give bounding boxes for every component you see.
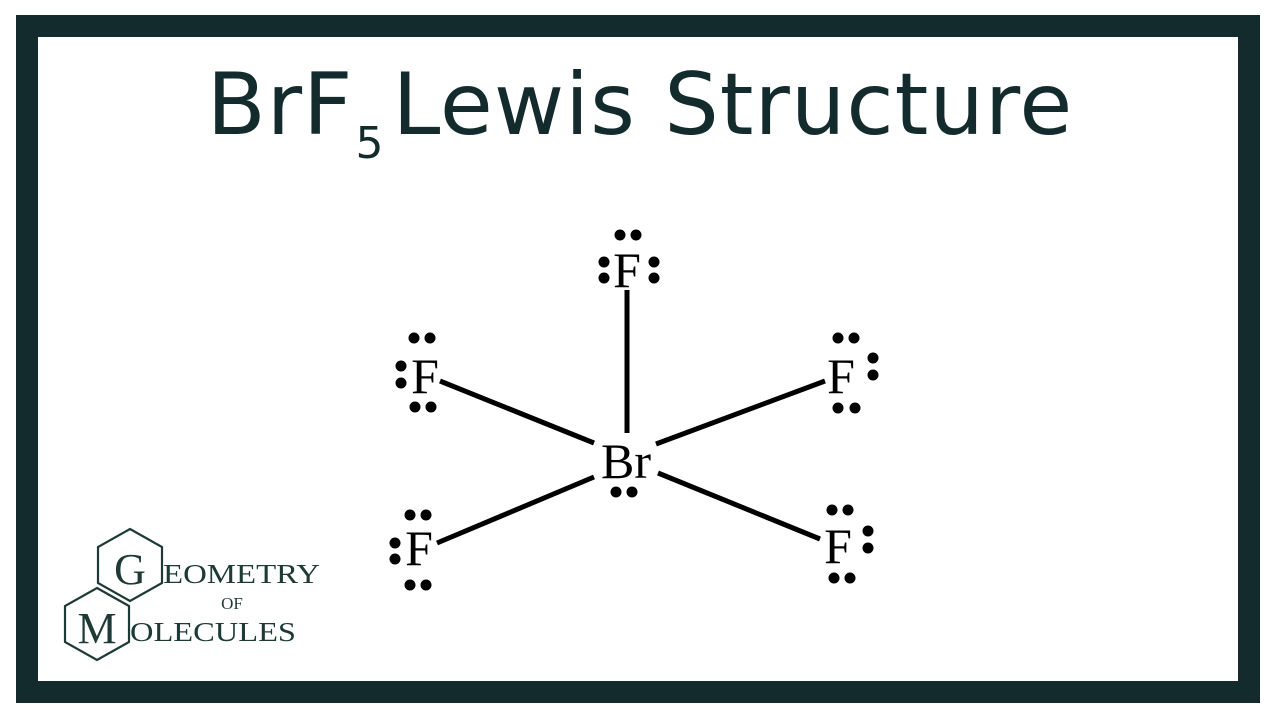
fluorine-top: F bbox=[598, 229, 660, 298]
central-atom-br: Br bbox=[601, 433, 651, 498]
title-subscript: 5 bbox=[355, 118, 385, 169]
f-label: F bbox=[827, 348, 855, 404]
bond-lower-left bbox=[436, 474, 595, 546]
lone-pair-dot bbox=[610, 486, 622, 498]
logo-letter-m: M bbox=[77, 604, 116, 653]
fluorine-lower-left: F bbox=[389, 509, 433, 591]
fluorine-upper-right: F bbox=[827, 332, 879, 414]
f-label: F bbox=[824, 518, 852, 574]
hexagon-bottom-icon bbox=[63, 586, 131, 662]
logo-letter-g: G bbox=[114, 545, 146, 594]
f-label: F bbox=[405, 520, 433, 576]
bond-upper-right bbox=[655, 378, 826, 447]
lone-pair-dot bbox=[626, 486, 638, 498]
page-frame bbox=[16, 15, 1260, 703]
bond-lower-right bbox=[657, 470, 821, 542]
hexagon-top-icon bbox=[96, 527, 164, 603]
fluorine-upper-left: F bbox=[395, 332, 439, 413]
geometry-of-molecules-logo bbox=[63, 527, 164, 662]
logo-line-geometry: EOMETRY bbox=[163, 559, 320, 589]
bonds bbox=[436, 290, 826, 546]
f-label: F bbox=[411, 348, 439, 404]
f-label: F bbox=[613, 242, 641, 298]
title-formula: BrF bbox=[206, 55, 354, 155]
page-title: BrF5Lewis Structure bbox=[0, 62, 1280, 166]
br-label: Br bbox=[601, 433, 651, 489]
fluorine-lower-right: F bbox=[824, 504, 874, 584]
logo-text: G M EOMETRY OF OLECULES bbox=[77, 545, 320, 653]
title-text: Lewis Structure bbox=[392, 55, 1074, 155]
logo-line-of: OF bbox=[221, 594, 243, 613]
logo-line-molecules: OLECULES bbox=[130, 617, 296, 647]
bond-upper-left bbox=[439, 378, 595, 446]
